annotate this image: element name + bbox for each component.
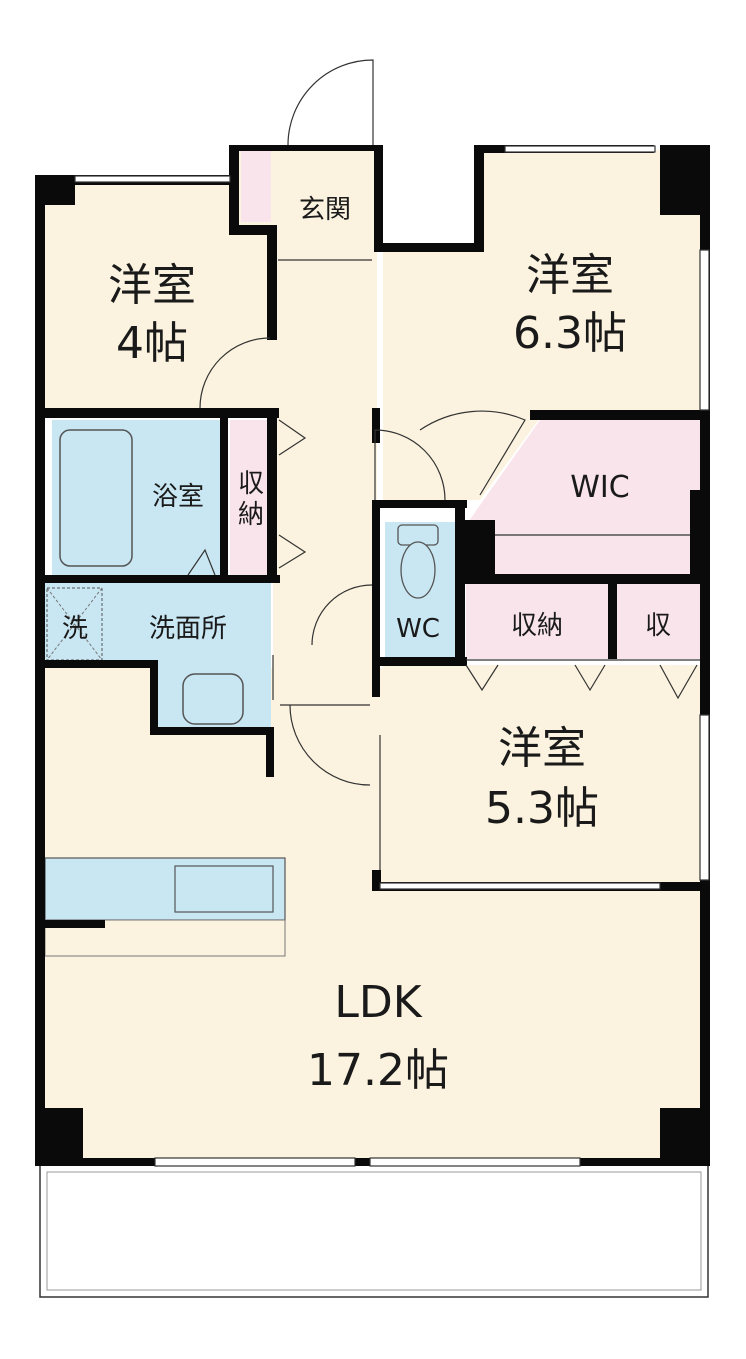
toilet-bowl — [400, 541, 436, 599]
washroom-label: 洗面所 — [149, 614, 227, 644]
washroom-floor — [43, 583, 271, 668]
room-western-53-name: 洋室 — [498, 723, 586, 774]
room-western-4-size: 4帖 — [116, 318, 188, 369]
storage-vertical-label-1: 収 — [238, 469, 264, 499]
ldk-size: 17.2帖 — [307, 1045, 449, 1096]
entrance-label: 玄関 — [299, 195, 351, 225]
bathroom-label: 浴室 — [152, 482, 204, 512]
laundry-machine-space — [46, 587, 103, 661]
storage-vertical-label-2: 納 — [238, 500, 264, 530]
bathtub — [59, 429, 133, 567]
room-western-4-name: 洋室 — [108, 260, 196, 311]
windows — [74, 145, 710, 1167]
entrance-shoe-storage — [241, 150, 271, 222]
washbasin — [182, 673, 244, 725]
room-western-63-name: 洋室 — [526, 250, 614, 301]
wc-label: WC — [396, 614, 440, 644]
ldk-name: LDK — [334, 977, 422, 1028]
laundry-label: 洗 — [62, 614, 88, 644]
storage-floor — [466, 583, 609, 659]
balcony-inner-edge — [46, 1171, 702, 1291]
room-western-63-size: 6.3帖 — [513, 308, 627, 359]
hallway-floor — [273, 148, 377, 708]
kitchen-counter — [44, 857, 286, 921]
storage-short-floor — [617, 583, 700, 659]
door-swings — [187, 59, 700, 870]
storage-short-label: 収 — [645, 611, 671, 641]
storage-label: 収納 — [511, 611, 563, 641]
kitchen-sink — [174, 865, 274, 913]
room-western-53-size: 5.3帖 — [485, 783, 599, 834]
balcony — [39, 1164, 709, 1298]
storage-vertical-floor — [230, 420, 273, 575]
ldk-hall-connect — [273, 700, 377, 890]
wic-label: WIC — [570, 470, 629, 505]
